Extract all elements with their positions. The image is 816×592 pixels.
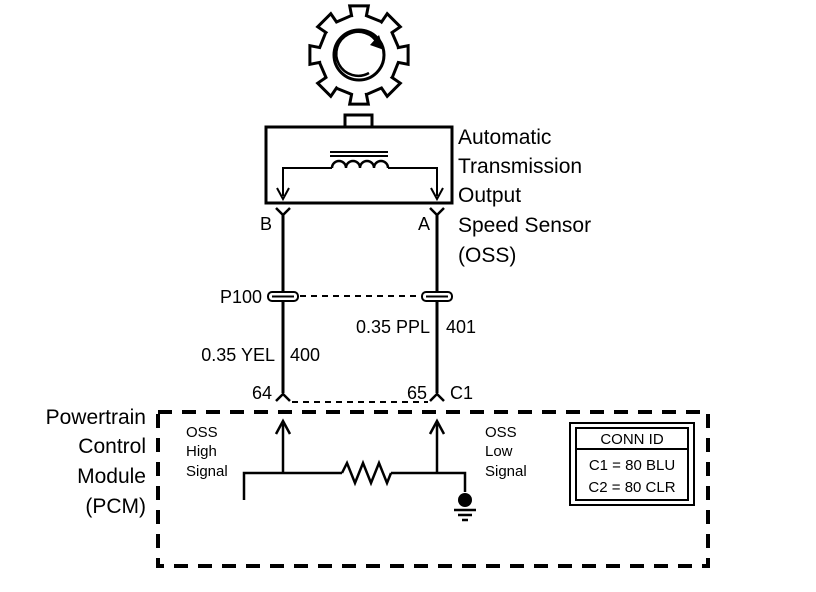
sensor-name-line: Automatic xyxy=(458,126,551,149)
conn-id-row: C2 = 80 CLR xyxy=(588,479,675,496)
ground-icon xyxy=(454,493,476,522)
pcm-connector-label: C1 xyxy=(450,383,473,403)
sensor-name-line: Transmission xyxy=(458,155,582,178)
pcm-pin-65-label: 65 xyxy=(407,383,427,403)
high-signal-label: OSS High Signal xyxy=(186,424,228,480)
resistor-icon xyxy=(340,459,393,487)
terminal-a xyxy=(429,207,445,217)
low-signal-line: OSS xyxy=(485,424,517,441)
inline-connector-p100 xyxy=(267,291,453,302)
pin-a-label: A xyxy=(418,214,430,234)
pcm-name-line: Control xyxy=(78,435,146,458)
low-signal-label: OSS Low Signal xyxy=(485,424,527,480)
pcm-box xyxy=(156,410,710,568)
pcm-connector-c1 xyxy=(275,392,445,403)
sensor-name: Automatic Transmission Output Speed Sens… xyxy=(458,126,591,267)
wire-400-circuit: 400 xyxy=(290,345,320,365)
terminal-b xyxy=(275,207,291,217)
speed-sensor-body xyxy=(264,113,454,205)
high-signal-line: OSS xyxy=(186,424,218,441)
conn-id-header: CONN ID xyxy=(600,431,664,448)
pcm-name-line: Powertrain xyxy=(46,406,146,429)
wire-400-gauge-color: 0.35 YEL xyxy=(201,345,275,365)
inline-connector-label: P100 xyxy=(220,287,262,307)
sensor-name-line: Output xyxy=(458,184,521,207)
sensor-name-line: (OSS) xyxy=(458,244,516,267)
low-signal-line: Signal xyxy=(485,463,527,480)
pcm-name: Powertrain Control Module (PCM) xyxy=(46,406,146,518)
pcm-pin-64-label: 64 xyxy=(252,383,272,403)
high-signal-line: Signal xyxy=(186,463,228,480)
conn-id-row: C1 = 80 BLU xyxy=(589,457,675,474)
pcm-name-line: (PCM) xyxy=(85,495,146,518)
pin-b-label: B xyxy=(260,214,272,234)
wire-401-gauge-color: 0.35 PPL xyxy=(356,317,430,337)
low-signal-line: Low xyxy=(485,443,513,460)
high-signal-line: High xyxy=(186,443,217,460)
pcm-name-line: Module xyxy=(77,465,146,488)
reluctor-wheel-icon xyxy=(308,4,410,106)
wire-401-circuit: 401 xyxy=(446,317,476,337)
coil-icon xyxy=(330,151,390,169)
sensor-name-line: Speed Sensor xyxy=(458,214,591,237)
pcm-internal-circuit xyxy=(242,418,476,522)
conn-id-table: CONN ID C1 = 80 BLU C2 = 80 CLR xyxy=(569,422,695,506)
